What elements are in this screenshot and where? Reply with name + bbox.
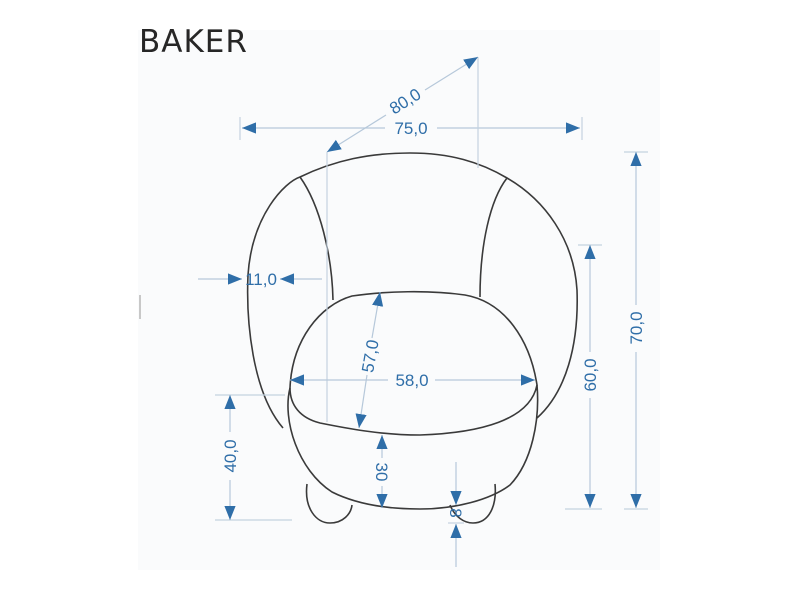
dimension-total-height: 70,0	[624, 151, 648, 510]
arm-height-label: 60,0	[581, 358, 600, 391]
dimension-cushion-height: 30	[372, 435, 391, 508]
arm-width-label: 11,0	[245, 270, 277, 289]
left-arm-seam	[299, 176, 334, 301]
leg-height-label: 8	[446, 508, 465, 517]
dimension-diagonal-depth: 80,0	[326, 56, 479, 422]
seat-width-label: 58,0	[395, 371, 428, 390]
width-label: 75,0	[394, 119, 427, 138]
diagonal-depth-label: 80,0	[386, 85, 424, 119]
dimension-arm-width: 11,0	[198, 270, 322, 289]
dimension-seat-height: 40,0	[215, 394, 292, 521]
edge-mark	[139, 295, 141, 319]
left-leg	[305, 483, 353, 524]
dimension-seat-width: 58,0	[290, 371, 535, 390]
seat-front	[287, 384, 539, 510]
seat-cushion-top	[289, 290, 538, 436]
dimension-width: 75,0	[239, 117, 583, 140]
cushion-height-label: 30	[372, 463, 391, 482]
seat-depth-label: 57,0	[358, 338, 382, 374]
right-arm-seam	[479, 177, 508, 298]
dimension-arm-height: 60,0	[565, 244, 602, 510]
seat-height-label: 40,0	[221, 439, 240, 472]
total-height-label: 70,0	[627, 311, 646, 344]
backrest-outer	[246, 152, 578, 429]
dimension-seat-depth: 57,0	[355, 291, 384, 429]
product-title: BAKER	[139, 24, 248, 60]
dimension-leg-height: 8	[446, 462, 465, 567]
drawing-background	[138, 30, 660, 570]
chair-outline	[246, 152, 578, 524]
right-leg	[449, 483, 497, 524]
